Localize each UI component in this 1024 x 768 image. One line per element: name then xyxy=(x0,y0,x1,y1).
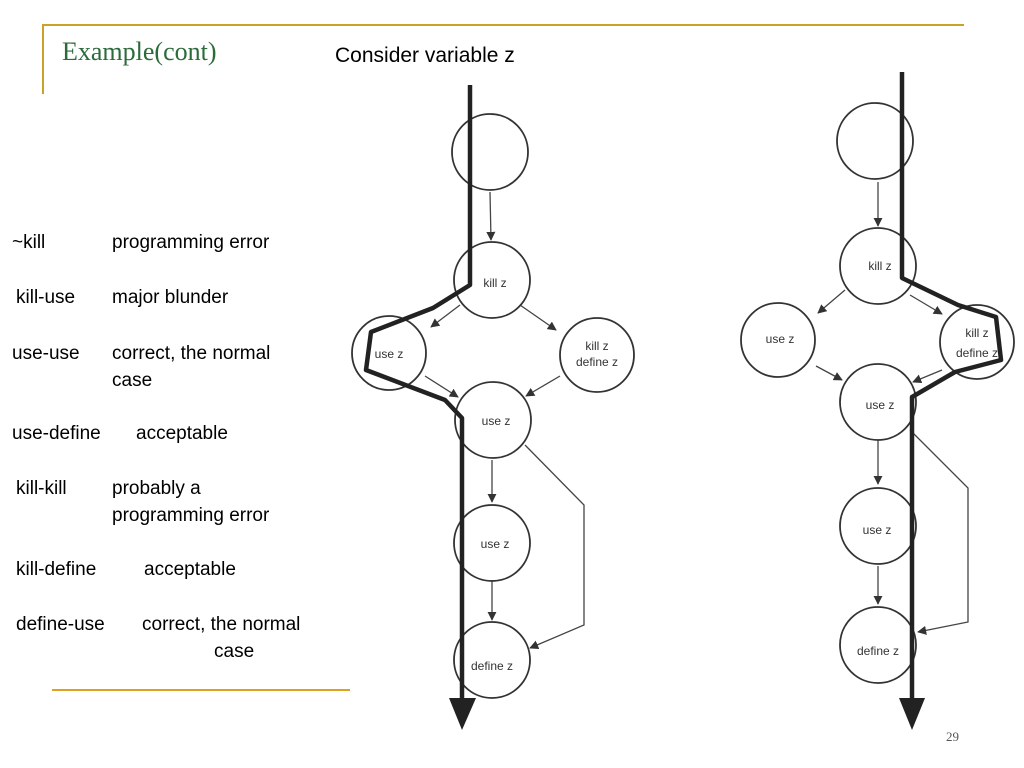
node-label: define z xyxy=(471,659,513,673)
node-label: define z xyxy=(576,355,618,369)
graph-node: use z xyxy=(839,487,917,565)
highlighted-path xyxy=(899,72,1004,700)
slide-left-rule xyxy=(42,24,44,94)
node-label: define z xyxy=(857,644,899,658)
path-arrowhead xyxy=(899,698,925,730)
graph-right: kill z use z kill z define z use z use z… xyxy=(740,72,1015,730)
rule-description: acceptable xyxy=(144,559,236,580)
graph-node xyxy=(836,102,914,180)
graph-left: kill z use z kill z define z use z use z… xyxy=(351,85,635,730)
node-label: use z xyxy=(863,523,892,537)
rule-description: probably a xyxy=(112,478,201,499)
node-label: use z xyxy=(482,414,511,428)
graph-node: use z xyxy=(351,315,427,391)
rule-term: kill-use xyxy=(16,287,76,308)
node-label: kill z xyxy=(868,259,891,273)
node-label: kill z xyxy=(965,326,988,340)
path-arrowhead xyxy=(449,698,476,730)
rule-description: case xyxy=(112,370,153,391)
rule-description: major blunder xyxy=(112,287,229,308)
graph-node: use z xyxy=(839,363,917,441)
rule-description: acceptable xyxy=(136,423,228,444)
node-label: use z xyxy=(766,332,795,346)
graph-node: use z xyxy=(454,381,532,459)
graph-node: kill z xyxy=(839,227,917,305)
rule-description: correct, the normal xyxy=(142,614,301,635)
graph-node: use z xyxy=(453,504,531,582)
node-label: use z xyxy=(866,398,895,412)
rule-description: programming error xyxy=(112,232,270,253)
graph-node: define z xyxy=(453,621,531,699)
graph-node: define z xyxy=(839,606,917,684)
rule-description: programming error xyxy=(112,505,270,526)
slide-title: Example(cont) xyxy=(62,37,217,66)
rule-term: define-use xyxy=(16,614,105,635)
rule-description: case xyxy=(214,641,255,662)
slide-top-rule xyxy=(42,24,964,26)
rule-term: ~kill xyxy=(12,232,46,253)
node-label: define z xyxy=(956,346,998,360)
graph-node: kill z define z xyxy=(559,317,635,393)
page-number: 29 xyxy=(946,729,959,744)
graph-node: use z xyxy=(740,302,816,378)
slide-bottom-rule xyxy=(52,689,350,691)
rule-description: correct, the normal xyxy=(112,343,271,364)
highlighted-path xyxy=(363,85,473,700)
rule-term: use-define xyxy=(12,423,101,444)
slide-subtitle: Consider variable z xyxy=(335,44,515,67)
node-label: use z xyxy=(375,347,404,361)
rule-term: use-use xyxy=(12,343,80,364)
rule-term: kill-define xyxy=(16,559,97,580)
graph-node: kill z define z xyxy=(939,304,1015,380)
graph-node xyxy=(451,113,529,191)
control-flow-diagrams: kill z use z kill z define z use z use z… xyxy=(351,72,1015,730)
node-label: kill z xyxy=(585,339,608,353)
node-label: kill z xyxy=(483,276,506,290)
node-label: use z xyxy=(481,537,510,551)
graph-node: kill z xyxy=(453,241,531,319)
rule-term: kill-kill xyxy=(16,478,67,499)
